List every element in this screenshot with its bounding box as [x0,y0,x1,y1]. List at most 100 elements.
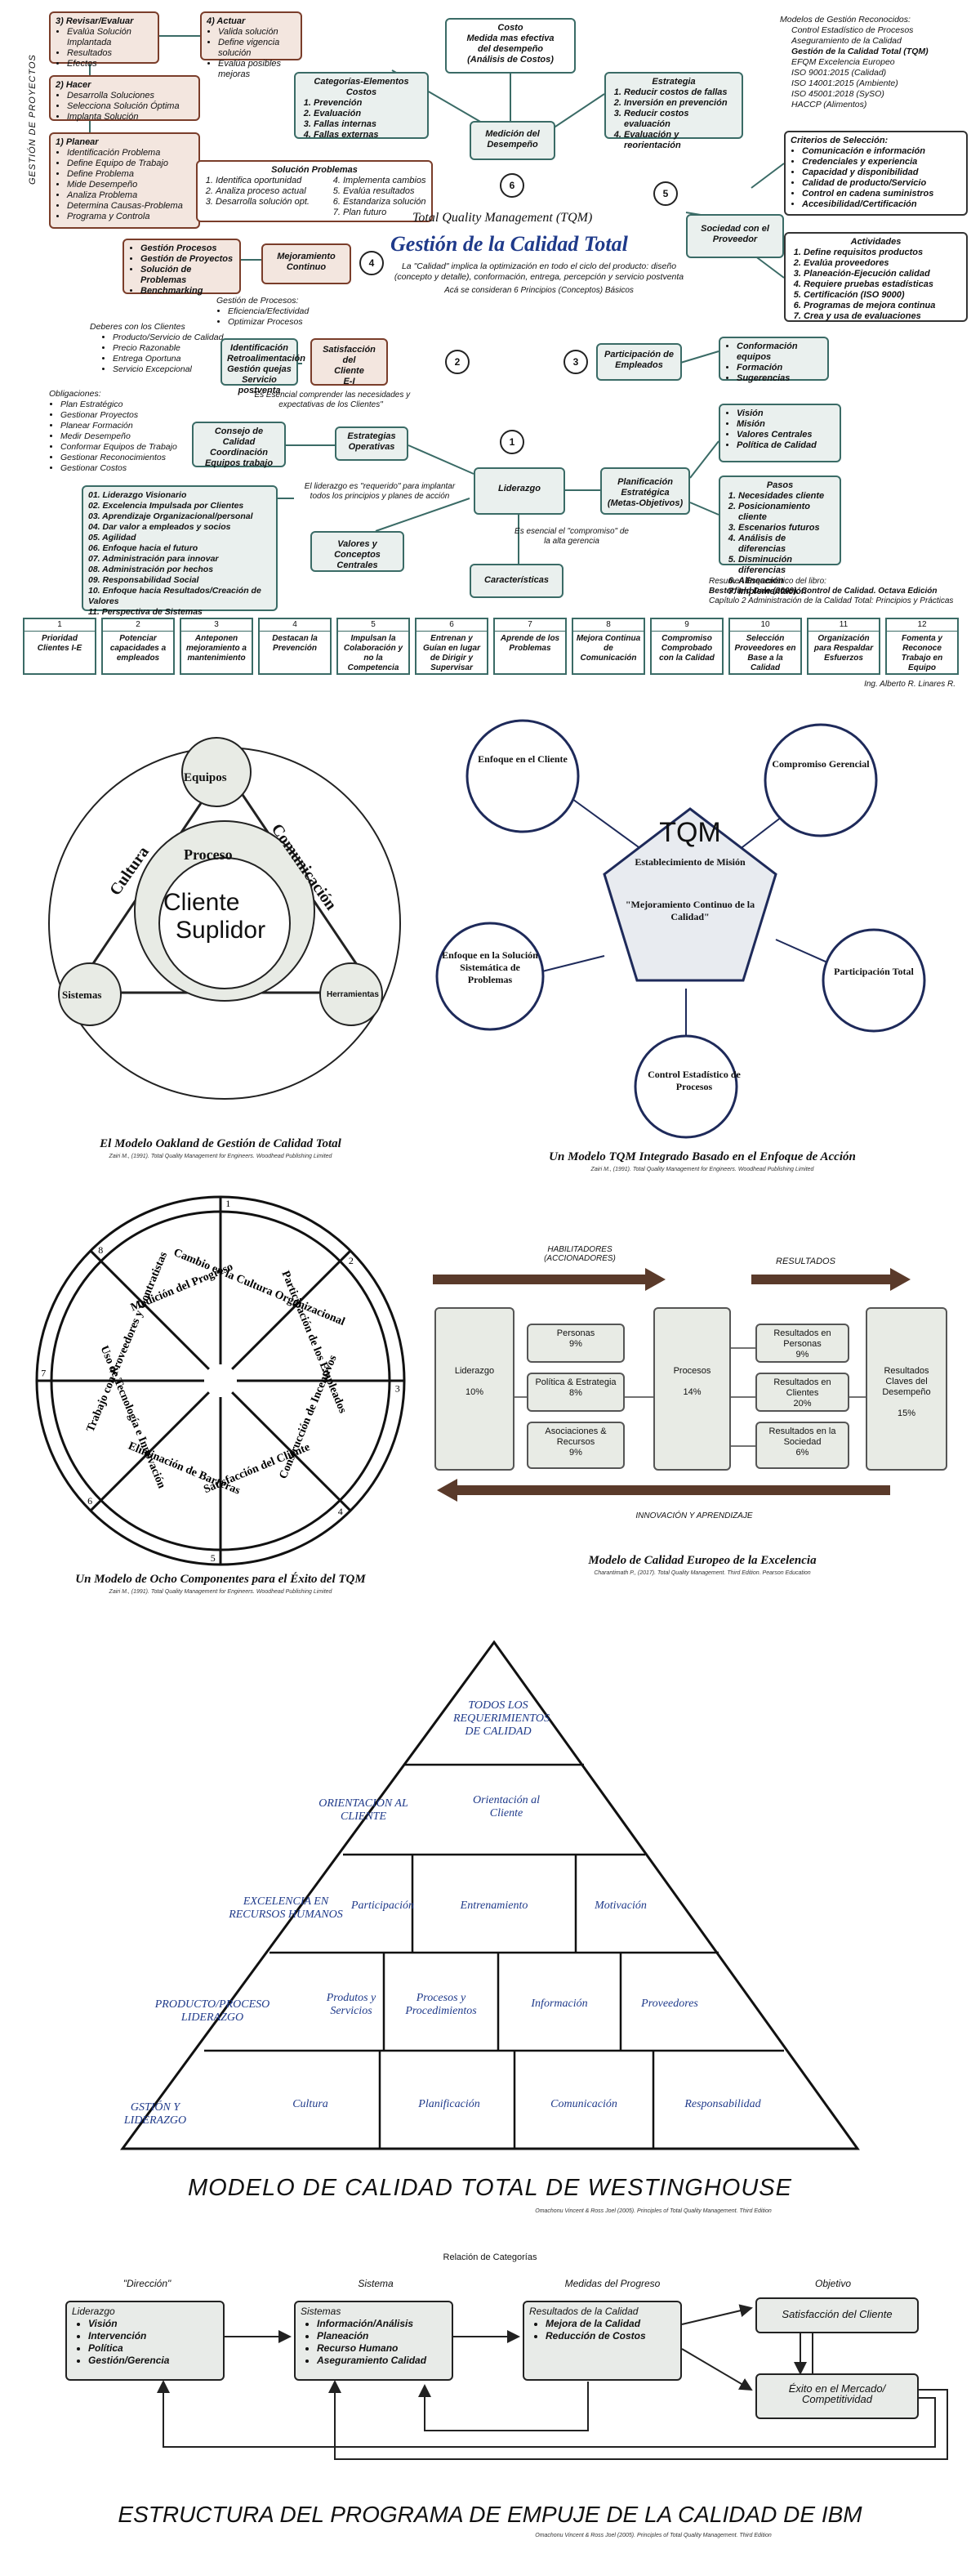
list-item: Intervención [88,2330,218,2342]
pdca-planear: 1) Planear Identificación Problema Defin… [49,132,200,229]
wheel-segment-number: 5 [211,1552,216,1564]
number-badge-1: 1 [500,430,524,454]
list-item: Requiere pruebas estadísticas [804,279,961,290]
consejo-line: Consejo de Calidad [214,426,264,447]
liderazgo-quote: El liderazgo es "requerido" para implant… [304,482,456,501]
ibm-satisfaccion: Satisfacción del Cliente [755,2297,919,2333]
valores-label: Valores y Conceptos Centrales [334,539,381,570]
esencial-clientes: "Es Esencial comprender las necesidades … [251,391,411,409]
principio-text: Organización para Respaldar Esfuerzos [813,634,874,663]
principio-text: Mejora Continua de Comunicación [576,634,641,663]
number-badge-2: 2 [445,350,470,374]
ibm-exito-label: Éxito en el Mercado/ Competitividad [788,2382,886,2405]
pyramid-cell: Planificación [418,2098,480,2110]
categorias-title: Categorías-Elementos Costos [314,77,409,97]
tqm-model-cite: Zairi M., (1991). Total Quality Manageme… [590,1167,814,1172]
list-item: Formación [737,363,822,373]
oakland-caption: El Modelo Oakland de Gestión de Calidad … [100,1137,341,1150]
list-item: Gestionar Proyectos [60,410,177,421]
efqm-res-sociedad: Resultados en la Sociedad 6% [755,1422,849,1469]
efqm-arrows [433,1268,911,1502]
costo-line: Medida mas efectiva [466,33,555,43]
vision-box: Visión Misión Valores Centrales Política… [719,404,841,462]
efqm-liderazgo-value: 10% [465,1387,484,1397]
list-item: Analiza proceso actual [216,186,322,197]
list-item: Prevención [314,98,422,109]
oakland-suplidor: Suplidor [176,917,266,944]
oakland-herramientas: Herramientas [327,990,379,999]
tqm-control: Control Estadístico de Procesos [648,1069,741,1092]
list-item: 02. Excelencia Impulsada por Clientes [88,501,244,511]
list-item: Gestión Procesos [140,243,234,254]
costo-line: del desempeño [477,44,544,54]
efqm-res-clave-label: Resultados Claves del Desempeño [882,1366,931,1397]
ibm-liderazgo: Liderazgo Visión Intervención Política G… [65,2301,225,2381]
tqm-center-sub: Establecimiento de Misión [635,856,746,868]
list-item: Benchmarking [140,286,234,297]
list-item: Visión [737,408,835,419]
principio-text: Compromiso Comprobado con la Calidad [659,634,715,663]
list-item: Programa y Controla [67,212,194,222]
list-item: Mejora de la Calidad [546,2318,675,2330]
list-item: Gestionar Reconocimientos [60,453,177,463]
westinghouse-l4: GSTIÓN Y LIDERAZGO [123,2101,187,2127]
list-item: Alineación [738,576,835,587]
list-item: Conformar Equipos de Trabajo [60,442,177,453]
conformacion-box: Conformación equipos Formación Sugerenci… [719,337,829,383]
efqm-res-sociedad-label: Resultados en la Sociedad [768,1426,836,1447]
estrategias-label: Estrategias Operativas [347,431,396,452]
valores-list: 01. Liderazgo Visionario 02. Excelencia … [82,485,278,617]
list-item: Programas de mejora continua [804,301,961,311]
list-item: 03. Aprendizaje Organizacional/personal [88,511,253,521]
principio-text: Prioridad Clientes I-E [37,634,82,653]
mejoramiento-continuo: Mejoramiento Continuo [261,243,351,284]
list-item: Necesidades cliente [738,491,835,502]
principio-number: 9 [652,619,722,632]
list-item: Estandariza solución [343,197,426,208]
pdca-planear-title: 1) Planear [56,137,99,147]
tqm-compromiso: Compromiso Gerencial [772,758,870,770]
list-item: Control en cadena suministros [802,189,961,199]
number-badge-5: 5 [653,181,678,206]
list-item: Selecciona Solución Óptima [67,101,194,112]
list-item: Visión [88,2318,218,2330]
efqm-personas-value: 9% [569,1339,582,1349]
list-item: Política de Calidad [737,440,835,451]
efqm-res-clientes-value: 20% [793,1399,812,1409]
list-item: Desarrolla solución opt. [216,197,322,208]
list-item: ISO 45001:2018 (SySO) [791,89,884,99]
ibm-h-direccion: "Dirección" [122,2278,172,2289]
principio-number: 2 [103,619,173,632]
list-item: Gestión de Proyectos [140,254,234,265]
liderazgo-box: Liderazgo [474,467,565,515]
compromiso-quote: Es esencial el "compromiso" de la alta g… [514,527,629,546]
oakland-proceso: Proceso [184,846,233,863]
list-item: Determina Causas-Problema [67,201,194,212]
resumen: Resumen Esquemático del libro: Besterfie… [709,577,970,606]
wheel-segment-number: 8 [98,1244,103,1256]
efqm-res-clientes: Resultados en Clientes 20% [755,1373,849,1412]
tqm-solucion: Enfoque en la Solución Sistemática de Pr… [442,949,538,985]
pyramid-cell: Participación [351,1900,414,1912]
planificacion-label: Planificación Estratégica (Metas-Objetiv… [607,477,684,508]
ibm-sistemas: Sistemas Información/Análisis Planeación… [294,2301,453,2381]
criterios-seleccion: Criterios de Selección: Comunicación e i… [784,131,968,216]
liderazgo-label: Liderazgo [498,484,541,493]
list-item: Define requisitos productos [804,248,961,258]
list-item: Optimizar Procesos [228,317,309,328]
wheel-divider [231,1249,352,1370]
list-item: Mide Desempeño [67,180,194,190]
categorias-costos: Categorías-Elementos Costos Prevención E… [294,72,429,140]
caracteristicas-label: Características [484,575,549,585]
list-item: Define Problema [67,169,194,180]
pdca-actuar-title: 4) Actuar [207,16,246,26]
principio-text: Potenciar capacidades a empleados [109,634,167,663]
list-item: Solución de Problemas [140,265,234,286]
principio-number: 4 [260,619,330,632]
ibm-h-objetivo: Objetivo [814,2278,852,2289]
westinghouse-l1: ORIENTACION AL CLIENTE [318,1797,408,1823]
